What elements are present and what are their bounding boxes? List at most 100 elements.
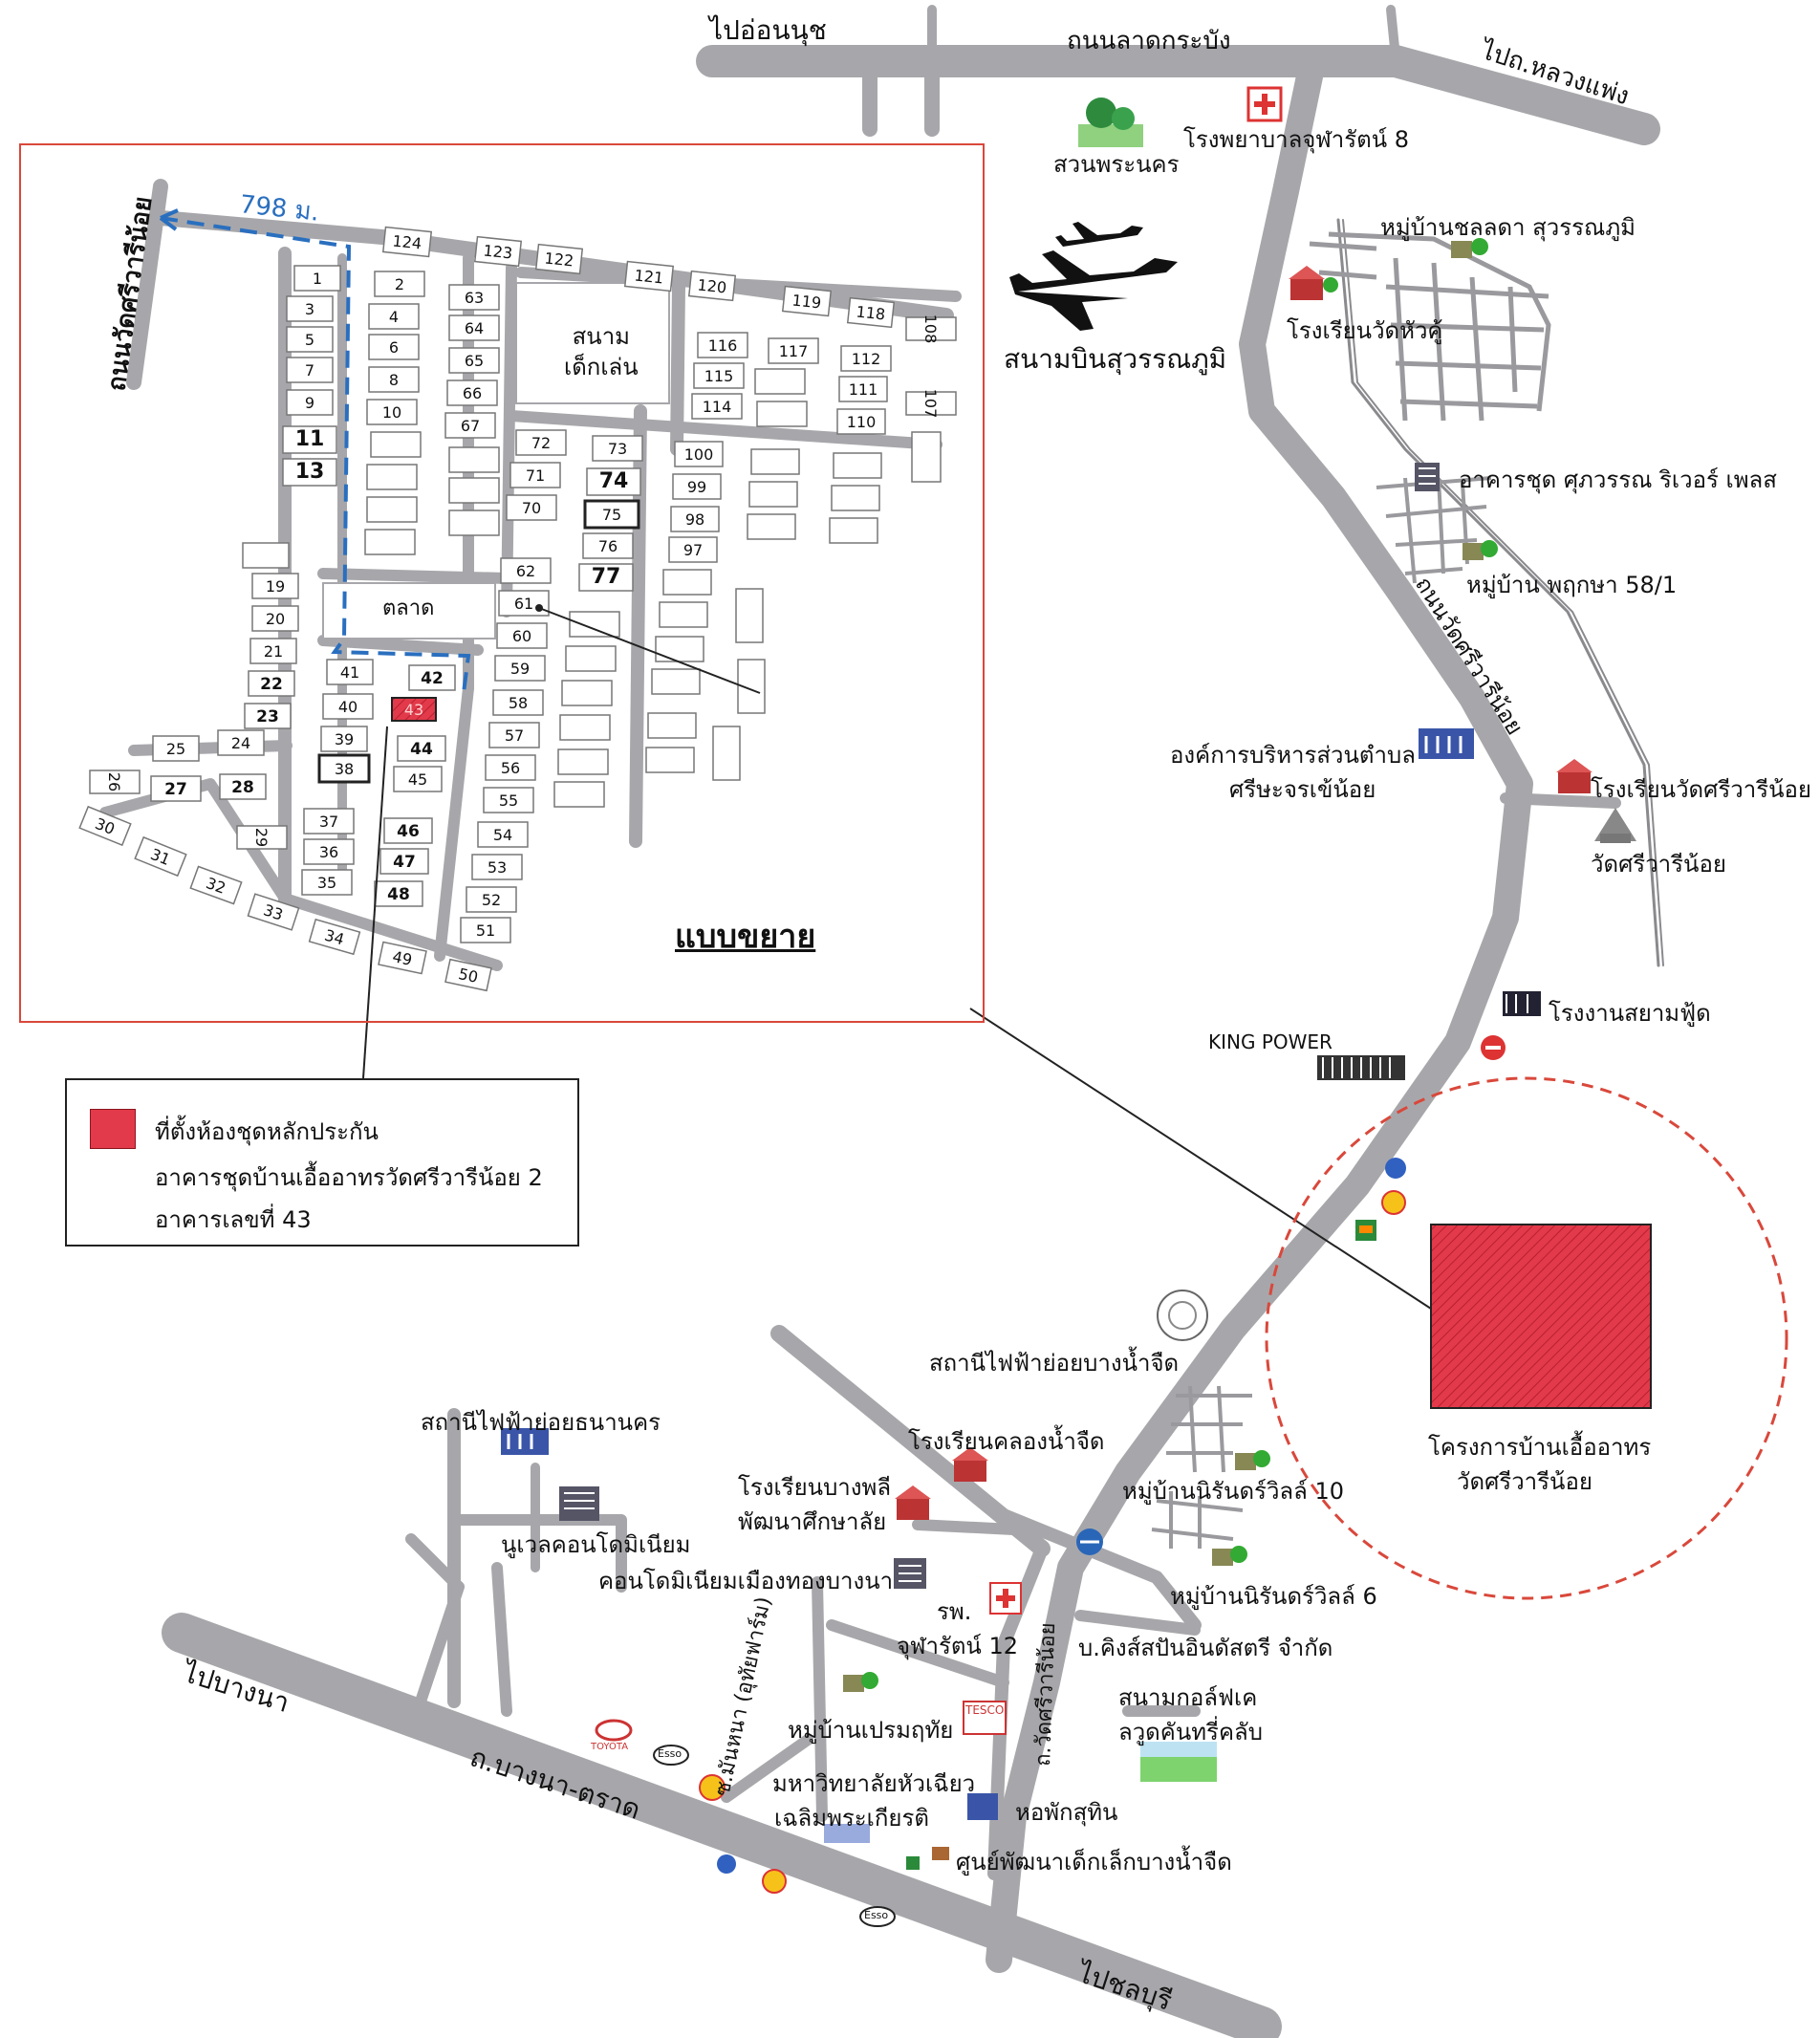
plot-box bbox=[320, 726, 368, 752]
project-radius-circle bbox=[1265, 1076, 1788, 1600]
plot-number: 34 bbox=[322, 926, 346, 949]
plot-number: 99 bbox=[687, 478, 706, 496]
plot-box bbox=[219, 773, 267, 800]
plot-9: 9 bbox=[286, 389, 334, 416]
label-esso-1: Esso bbox=[658, 1747, 682, 1760]
plot-box bbox=[583, 499, 640, 530]
house-icon bbox=[1462, 540, 1498, 560]
legend-box: ที่ตั้งห้องชุดหลักประกัน อาคารชุดบ้านเอื… bbox=[65, 1078, 579, 1247]
label-univ-1: มหาวิทยาลัยหัวเฉียว bbox=[772, 1770, 976, 1797]
plot-blank bbox=[655, 636, 704, 662]
plot-number: 124 bbox=[392, 231, 422, 252]
plot-61: 61 bbox=[498, 590, 550, 617]
label-substation-tn: สถานีไฟฟ้าย่อยธนานคร bbox=[421, 1409, 661, 1436]
plot-box bbox=[838, 376, 888, 402]
plot-number: 37 bbox=[319, 813, 338, 831]
kingpower-building-icon bbox=[1317, 1055, 1405, 1080]
project-site bbox=[1430, 1224, 1652, 1409]
plot-box bbox=[286, 389, 334, 416]
plot-number: 38 bbox=[335, 760, 354, 778]
plot-box bbox=[374, 271, 425, 297]
factory-icon bbox=[1503, 991, 1541, 1016]
plot-box bbox=[492, 689, 544, 716]
plot-box bbox=[448, 284, 500, 311]
plot-blank bbox=[747, 513, 796, 540]
plot-blank bbox=[565, 645, 617, 672]
plot-number: 97 bbox=[683, 541, 703, 559]
plot-box bbox=[286, 357, 334, 383]
plot-10: 10 bbox=[366, 399, 418, 425]
plot-number: 114 bbox=[703, 398, 732, 416]
plot-number: 72 bbox=[531, 434, 551, 452]
plot-number: 59 bbox=[510, 660, 530, 678]
plot-60: 60 bbox=[496, 622, 548, 649]
plot-number: 118 bbox=[856, 302, 886, 323]
plot-47: 47 bbox=[379, 848, 429, 875]
playground-line-2: เด็กเล่น bbox=[564, 354, 639, 380]
plot-box bbox=[691, 393, 743, 420]
plot-76: 76 bbox=[582, 532, 634, 559]
legend-swatch bbox=[90, 1109, 136, 1149]
road-to-onnut-stub bbox=[862, 69, 940, 137]
label-condo-muang: คอนโดมิเนียมเมืองทองบางนา bbox=[598, 1568, 894, 1594]
plot-box bbox=[448, 347, 500, 374]
plot-box bbox=[668, 536, 718, 563]
plot-100: 100 bbox=[674, 441, 724, 467]
label-kings: บ.คิงส์สปันอินดัสตรี จำกัด bbox=[1078, 1635, 1333, 1661]
lower-main-label: ถ.วัดศรีวารีน้อย bbox=[1031, 1622, 1060, 1767]
plot-box bbox=[592, 435, 643, 462]
plot-number: 74 bbox=[599, 469, 629, 493]
plot-box bbox=[249, 638, 297, 664]
plot-box bbox=[368, 334, 420, 360]
plot-72: 72 bbox=[515, 429, 567, 456]
plot-blank bbox=[448, 446, 500, 473]
store-icon bbox=[1355, 1220, 1376, 1241]
plot-blank bbox=[831, 485, 880, 511]
plot-number: 46 bbox=[397, 822, 420, 841]
plot-box bbox=[286, 326, 334, 353]
label-pruksa: หมู่บ้าน พฤกษา 58/1 bbox=[1466, 572, 1678, 598]
store-icon bbox=[906, 1856, 920, 1870]
hospital-icon bbox=[989, 1582, 1022, 1615]
plot-number: 53 bbox=[488, 858, 507, 877]
plot-52: 52 bbox=[466, 886, 517, 913]
plot-box bbox=[768, 337, 819, 364]
plot-5: 5 bbox=[286, 326, 334, 353]
plot-box bbox=[586, 467, 641, 496]
plot-box bbox=[326, 659, 374, 685]
label-univ-2: เฉลิมพระเกียรติ bbox=[774, 1805, 929, 1832]
plot-74: 74 bbox=[586, 467, 641, 496]
plot-number: 5 bbox=[305, 331, 314, 349]
plot-number: 41 bbox=[340, 663, 359, 682]
plot-box bbox=[286, 295, 334, 322]
label-airport: สนามบินสุวรรณภูมิ bbox=[1004, 343, 1227, 375]
plot-number: 47 bbox=[393, 853, 416, 872]
school-icon bbox=[1556, 759, 1592, 793]
plot-number: 3 bbox=[305, 300, 314, 318]
plot-number: 122 bbox=[544, 249, 574, 270]
plot-box bbox=[693, 362, 745, 389]
plot-box bbox=[247, 893, 300, 931]
plot-box bbox=[460, 917, 511, 943]
plot-box bbox=[905, 316, 957, 341]
toyota-icon bbox=[595, 1719, 633, 1742]
plot-blank bbox=[242, 542, 290, 569]
plot-box bbox=[391, 697, 437, 722]
plot-43: 43 bbox=[391, 697, 437, 722]
plot-box bbox=[282, 458, 337, 487]
plot-number: 73 bbox=[608, 440, 627, 458]
label-kingpower: KING POWER bbox=[1208, 1030, 1332, 1053]
label-school-huakhu: โรงเรียนวัดหัวคู้ bbox=[1287, 317, 1443, 344]
plot-75: 75 bbox=[583, 499, 640, 530]
plot-114: 114 bbox=[691, 393, 743, 420]
university-icon bbox=[824, 1824, 870, 1843]
legend-line-3: อาคารเลขที่ 43 bbox=[155, 1206, 312, 1233]
plot-blank bbox=[364, 529, 416, 555]
plot-24: 24 bbox=[217, 729, 265, 756]
plot-35: 35 bbox=[301, 869, 353, 896]
school-icon bbox=[952, 1447, 988, 1482]
plot-118: 118 bbox=[846, 296, 896, 329]
plot-28: 28 bbox=[219, 773, 267, 800]
label-school-bangplee-1: โรงเรียนบางพลี bbox=[738, 1474, 892, 1501]
plot-box bbox=[303, 838, 355, 865]
